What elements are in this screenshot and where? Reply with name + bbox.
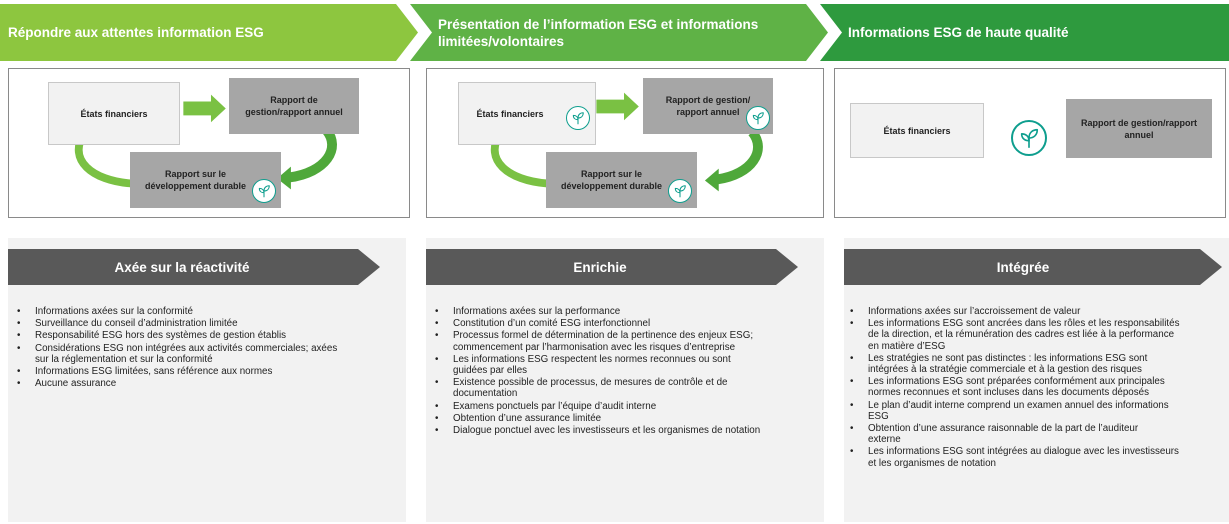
diagram-panel-2: États financiers Rapport de gestion/ rap…	[426, 68, 824, 218]
bullet-item: Examens ponctuels par l’équipe d’audit i…	[435, 401, 824, 412]
diagram-panel-3: États financiers Rapport de gestion/rapp…	[834, 68, 1226, 218]
bullet-item: Obtention d’une assurance raisonnable de…	[850, 423, 1229, 445]
sprout-icon	[566, 106, 590, 130]
maturity-column-2: Enrichie Informations axées sur la perfo…	[426, 238, 824, 522]
stage-3-chevron: Informations ESG de haute qualité	[820, 4, 1229, 61]
diagram-panel-1: États financiers Rapport de gestion/rapp…	[8, 68, 410, 218]
stage-2-chevron: Présentation de l’information ESG et inf…	[410, 4, 828, 61]
bullet-item: Les informations ESG sont préparées conf…	[850, 376, 1229, 398]
management-report-box: Rapport de gestion/rapport annuel	[1066, 99, 1212, 158]
bullet-item: Aucune assurance	[17, 378, 406, 389]
curved-arrow-icon	[715, 128, 763, 185]
financial-statements-box: États financiers	[458, 82, 596, 145]
curved-arrow-icon	[288, 127, 337, 183]
bullet-item: Informations axées sur la performance	[435, 306, 824, 317]
bullet-list: Informations axées sur l’accroissement d…	[850, 306, 1229, 470]
sprout-icon	[252, 179, 276, 203]
column-heading: Intégrée	[844, 249, 1222, 285]
sprout-icon	[746, 106, 770, 130]
maturity-column-1: Axée sur la réactivité Informations axée…	[8, 238, 406, 522]
bullet-item: Les informations ESG respectent les norm…	[435, 354, 824, 376]
bullet-item: Obtention d’une assurance limitée	[435, 413, 824, 424]
bullet-item: Responsabilité ESG hors des systèmes de …	[17, 330, 406, 341]
bullet-item: Processus formel de détermination de la …	[435, 330, 824, 352]
stage-1-title: Répondre aux attentes information ESG	[8, 25, 264, 40]
sprout-icon	[1011, 120, 1047, 156]
bullet-item: Considérations ESG non intégrées aux act…	[17, 343, 406, 365]
stage-1-chevron: Répondre aux attentes information ESG	[0, 4, 418, 61]
bullet-item: Surveillance du conseil d’administration…	[17, 318, 406, 329]
stage-3-title: Informations ESG de haute qualité	[848, 25, 1069, 40]
financial-statements-box: États financiers	[48, 82, 180, 145]
bullet-item: Dialogue ponctuel avec les investisseurs…	[435, 425, 824, 436]
sprout-icon	[668, 179, 692, 203]
bullet-item: Informations ESG limitées, sans référenc…	[17, 366, 406, 377]
bullet-item: Constitution d’un comité ESG interfoncti…	[435, 318, 824, 329]
column-heading: Enrichie	[426, 249, 798, 285]
maturity-column-3: Intégrée Informations axées sur l’accroi…	[844, 238, 1229, 522]
bullet-list: Informations axées sur la performanceCon…	[435, 306, 824, 437]
management-report-box: Rapport de gestion/rapport annuel	[229, 78, 359, 134]
bullet-item: Les informations ESG sont intégrées au d…	[850, 446, 1229, 468]
bullet-item: Informations axées sur l’accroissement d…	[850, 306, 1229, 317]
right-arrow-icon	[596, 92, 639, 121]
bullet-item: Existence possible de processus, de mesu…	[435, 377, 824, 399]
management-report-box: Rapport de gestion/ rapport annuel	[643, 78, 773, 134]
sustainability-report-box: Rapport sur le développement durable	[546, 152, 697, 208]
financial-statements-box: États financiers	[850, 103, 984, 158]
right-arrow-icon	[183, 94, 226, 123]
stage-2-title: Présentation de l’information ESG et inf…	[438, 16, 759, 49]
bullet-item: Informations axées sur la conformité	[17, 306, 406, 317]
bullet-item: Les informations ESG sont ancrées dans l…	[850, 318, 1229, 352]
column-heading: Axée sur la réactivité	[8, 249, 380, 285]
bullet-item: Les stratégies ne sont pas distinctes : …	[850, 353, 1229, 375]
bullet-item: Le plan d’audit interne comprend un exam…	[850, 400, 1229, 422]
bullet-list: Informations axées sur la conformitéSurv…	[17, 306, 406, 390]
